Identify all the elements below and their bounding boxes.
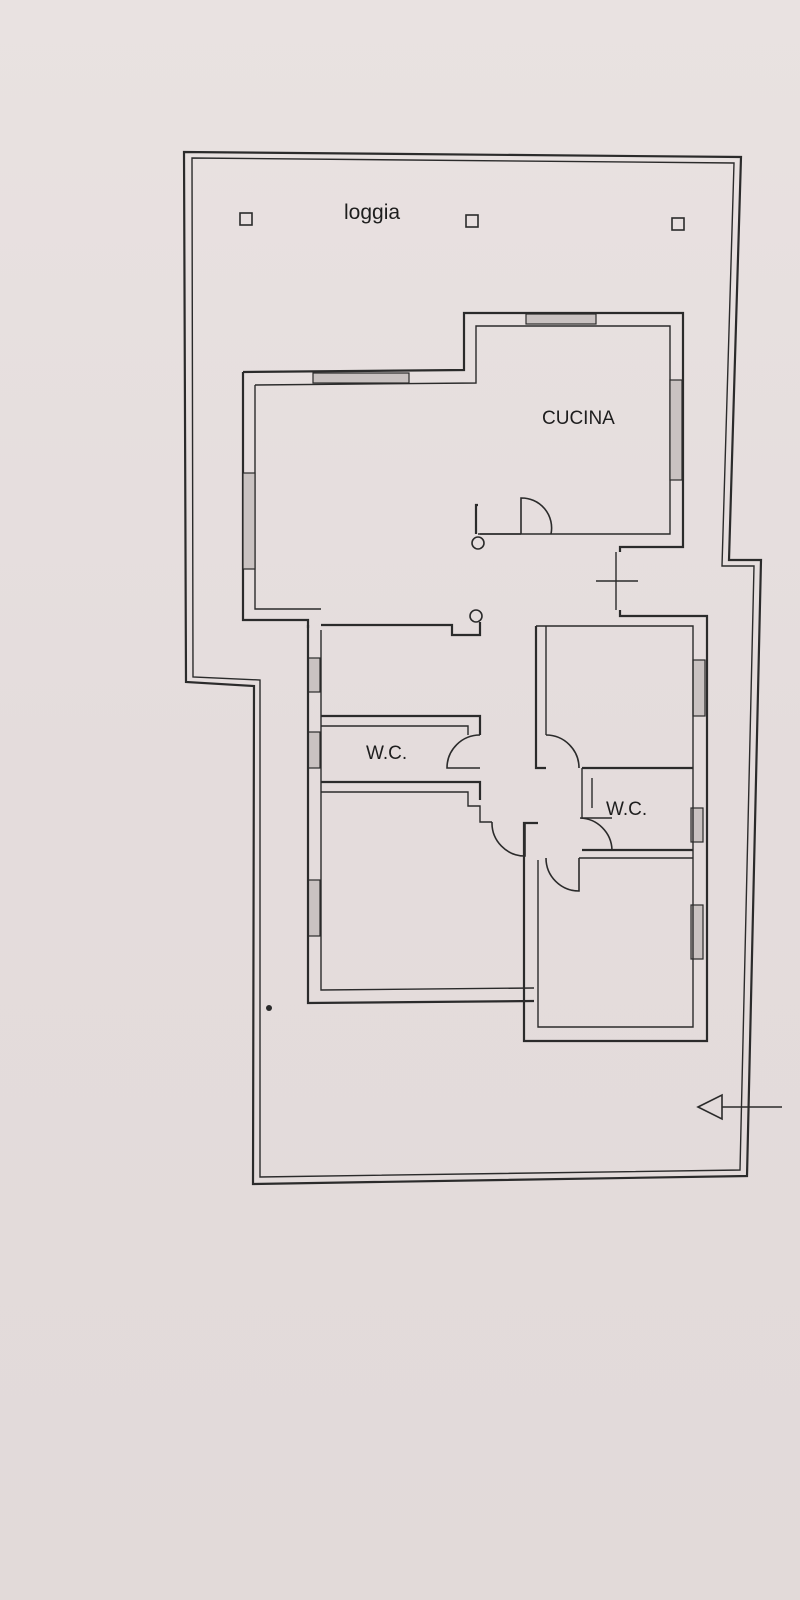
window bbox=[242, 472, 256, 570]
column-icon bbox=[471, 536, 485, 550]
partition-marker bbox=[596, 552, 638, 610]
window bbox=[692, 659, 706, 717]
window bbox=[307, 657, 321, 693]
outer-boundary bbox=[182, 150, 763, 1186]
window bbox=[307, 731, 321, 769]
left-wing-walls bbox=[306, 625, 535, 1005]
wc-label-left: W.C. bbox=[366, 743, 407, 764]
window bbox=[307, 879, 321, 937]
pillar bbox=[465, 214, 479, 228]
kitchen-door bbox=[469, 497, 553, 623]
entrance-arrow-icon bbox=[696, 1093, 782, 1121]
window bbox=[312, 372, 410, 384]
loggia-label: loggia bbox=[344, 201, 400, 224]
window bbox=[669, 379, 683, 481]
column-icon bbox=[469, 609, 483, 623]
windows bbox=[242, 313, 706, 960]
living-kitchen-walls bbox=[241, 311, 685, 637]
wc-label-right: W.C. bbox=[606, 799, 647, 820]
window bbox=[690, 904, 704, 960]
survey-dot bbox=[266, 1005, 272, 1011]
loggia-pillars bbox=[239, 212, 685, 231]
cucina-label: CUCINA bbox=[542, 408, 615, 429]
window bbox=[690, 807, 704, 843]
window bbox=[525, 313, 597, 325]
pillar bbox=[671, 217, 685, 231]
right-wing-walls bbox=[522, 610, 709, 1043]
pillar bbox=[239, 212, 253, 226]
